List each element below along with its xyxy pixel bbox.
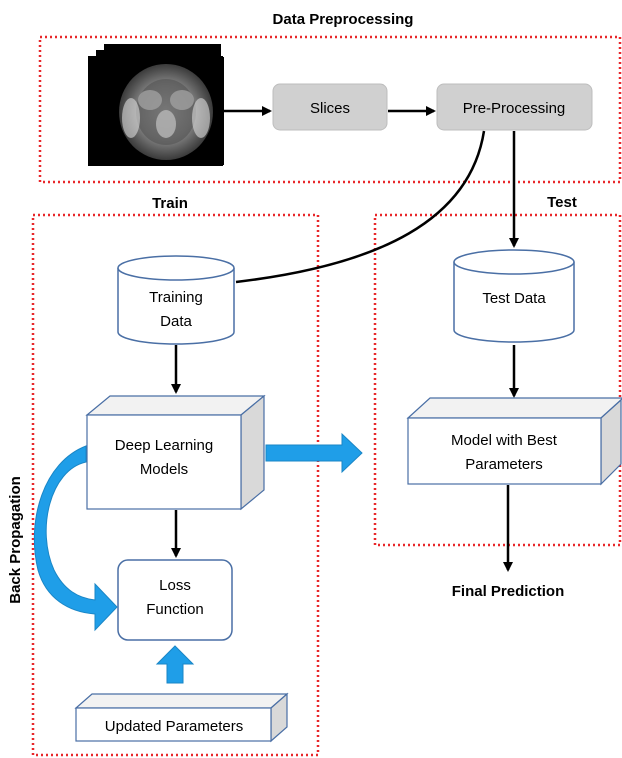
training-data-cylinder xyxy=(117,255,235,345)
deep-learning-models-cube xyxy=(85,394,266,511)
deep-learning-label-line1: Deep Learning xyxy=(115,437,213,454)
updated-parameters-label: Updated Parameters xyxy=(105,718,243,735)
test-data-cylinder xyxy=(453,249,575,343)
loss-label-line2: Function xyxy=(146,601,204,618)
training-data-label-line1: Training xyxy=(149,289,203,306)
brain-mri-slices-icon xyxy=(88,44,224,166)
slices-label: Slices xyxy=(310,100,350,117)
pre-processing-box xyxy=(436,83,593,131)
model-best-label-line2: Parameters xyxy=(465,456,543,473)
data-preprocessing-title: Data Preprocessing xyxy=(273,11,414,28)
blue-arrow-updated-to-loss xyxy=(155,645,195,684)
test-data-label: Test Data xyxy=(482,290,546,307)
model-best-parameters-cube xyxy=(406,397,622,486)
curve-preprocessing-to-training-data xyxy=(235,130,486,284)
loss-function-box xyxy=(117,559,233,641)
back-propagation-label: Back Propagation xyxy=(7,476,24,604)
final-prediction-label: Final Prediction xyxy=(452,583,565,600)
test-title: Test xyxy=(547,194,577,211)
data-preprocessing-region xyxy=(38,35,622,184)
blue-arrow-back-propagation xyxy=(33,445,118,632)
blue-arrow-models-to-best xyxy=(265,432,363,474)
test-region xyxy=(373,213,622,547)
train-region xyxy=(31,213,320,757)
updated-parameters-cube xyxy=(74,692,289,743)
slices-box xyxy=(272,83,388,131)
model-best-label-line1: Model with Best xyxy=(451,432,558,449)
deep-learning-label-line2: Models xyxy=(140,461,188,478)
loss-label-line1: Loss xyxy=(159,577,191,594)
training-data-label-line2: Data xyxy=(160,313,192,330)
train-title: Train xyxy=(152,195,188,212)
pre-processing-label: Pre-Processing xyxy=(463,100,566,117)
